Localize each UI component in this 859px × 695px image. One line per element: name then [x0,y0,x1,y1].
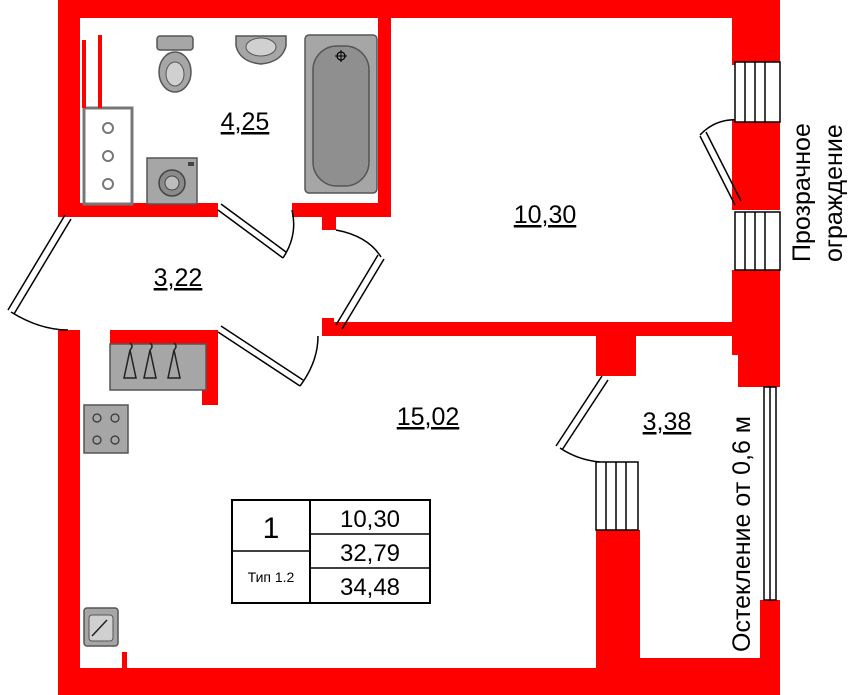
toilet-icon [156,35,194,93]
transparent-fence-label-line1: Прозрачное [788,123,816,262]
type-label: Тип 1.2 [248,569,295,585]
transparent-fence-label-line2: ограждение [820,124,848,262]
boiler-icon [82,35,134,206]
bathroom-area: 4,25 [221,108,270,136]
bathtub-icon [304,34,378,194]
kitchen-sink-icon [83,607,119,647]
window-hatching [595,61,781,601]
hallway-area: 3,22 [154,264,203,292]
room-area: 10,30 [514,201,577,229]
walls [58,0,780,695]
total-area-with-balcony: 34,48 [340,574,400,601]
sink-icon [235,35,287,65]
rooms-count: 1 [263,512,280,545]
wardrobe-hangers-icon [109,342,207,391]
kitchen-area: 15,02 [397,403,460,431]
washing-machine-icon [146,157,198,205]
glazing-label: Остекление от 0,6 м [728,416,756,652]
living-area: 10,30 [340,506,400,533]
total-area: 32,79 [340,540,400,567]
balcony-area: 3,38 [643,408,692,436]
door-swings [7,119,742,463]
stove-icon [83,404,129,454]
summary-table: 1 Тип 1.2 10,30 32,79 34,48 [231,499,431,604]
